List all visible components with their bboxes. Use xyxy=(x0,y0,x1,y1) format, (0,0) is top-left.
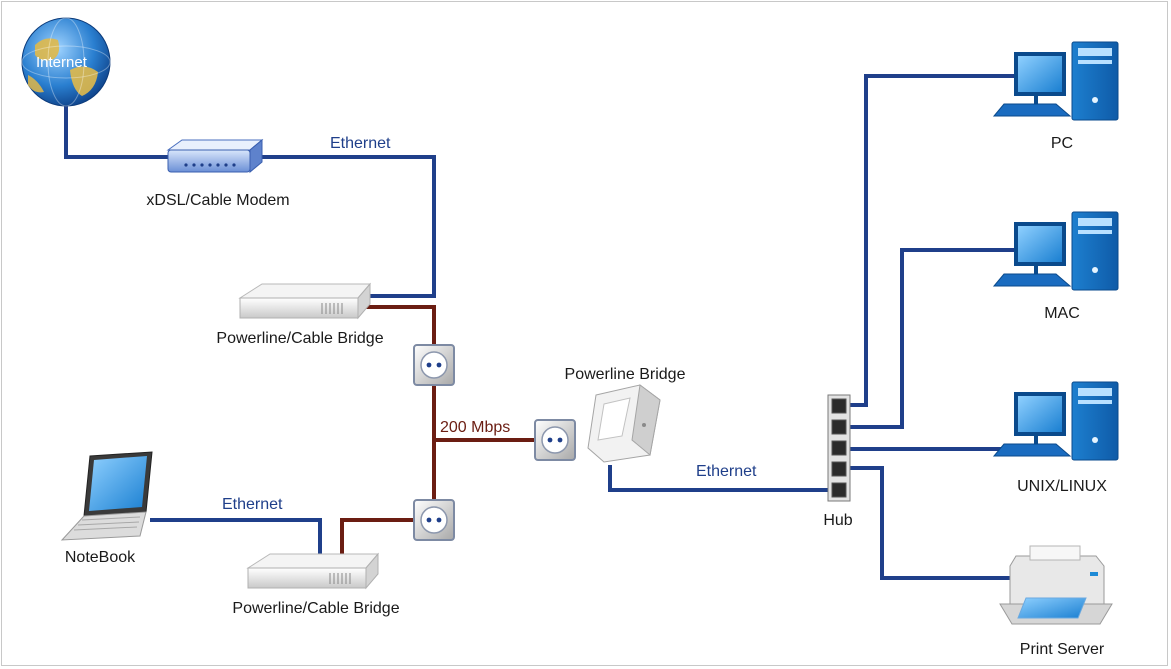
wall-outlet-middle-icon xyxy=(534,419,576,461)
modem-label: xDSL/Cable Modem xyxy=(146,192,290,209)
print-server-label: Print Server xyxy=(1019,641,1105,658)
notebook-icon xyxy=(60,451,153,541)
ethernet-notebook-label: Ethernet xyxy=(222,496,283,513)
powerline-bridge-icon xyxy=(587,384,661,463)
bridge-top-label: Powerline/Cable Bridge xyxy=(216,330,384,347)
wall-outlet-bottom-icon xyxy=(413,499,455,541)
hub-icon xyxy=(827,394,851,502)
ethernet-bridge-label: Ethernet xyxy=(696,463,757,480)
notebook-bridge-ethernet-link xyxy=(150,518,322,560)
bridge-bottom-label: Powerline/Cable Bridge xyxy=(232,600,400,617)
powerline-hub-ethernet-link xyxy=(608,465,828,492)
unix-linux-computer-icon xyxy=(992,381,1119,461)
powerline-bridge-label: Powerline Bridge xyxy=(564,366,686,383)
mac-label: MAC xyxy=(1044,305,1080,322)
modem-bridge-ethernet-link xyxy=(258,155,436,298)
internet-globe-icon xyxy=(21,17,111,107)
hub-mac-link xyxy=(850,248,1016,429)
printer-icon xyxy=(999,545,1113,625)
modem-icon xyxy=(166,138,264,174)
pc-computer-icon xyxy=(992,41,1119,121)
hub-printer-link xyxy=(850,466,1010,580)
hub-label: Hub xyxy=(823,512,853,529)
mac-computer-icon xyxy=(992,211,1119,291)
powerline-bottom-link xyxy=(340,518,415,560)
notebook-label: NoteBook xyxy=(64,549,136,566)
powerline-cable-bridge-top-icon xyxy=(238,282,372,320)
unix-linux-label: UNIX/LINUX xyxy=(1017,478,1107,495)
wall-outlet-top-icon xyxy=(413,344,455,386)
ethernet-modem-label: Ethernet xyxy=(330,135,391,152)
powerline-speed-label: 200 Mbps xyxy=(440,419,511,436)
internet-modem-link xyxy=(64,105,168,159)
powerline-cable-bridge-bottom-icon xyxy=(246,552,380,590)
internet-label: Internet xyxy=(36,54,87,71)
hub-pc-link xyxy=(850,74,1016,407)
powerline-top-link xyxy=(360,305,436,345)
pc-label: PC xyxy=(1050,135,1074,152)
